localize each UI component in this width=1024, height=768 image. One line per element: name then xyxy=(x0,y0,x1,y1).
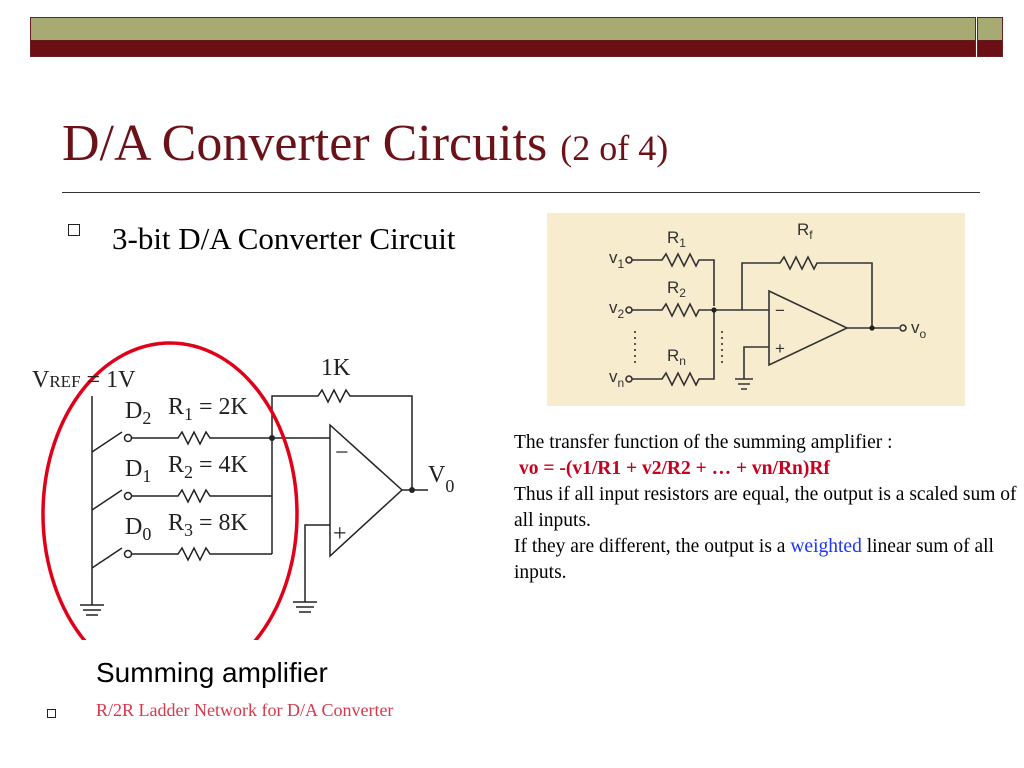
v0-label: V0 xyxy=(428,462,454,496)
r3-value-label: R3 = 8K xyxy=(168,510,249,540)
d2-terminal xyxy=(123,433,133,443)
desc-line-4-pre: If they are different, the output is a xyxy=(514,536,791,557)
r1-resistor-dac xyxy=(132,430,272,446)
rf-1k-label: 1K xyxy=(321,355,351,381)
next-topic-link[interactable]: R/2R Ladder Network for D/A Converter xyxy=(96,700,394,720)
noninverting-input-label: + xyxy=(775,339,785,358)
r1-label: R1 xyxy=(667,228,686,250)
switch-d1 xyxy=(91,489,123,511)
d1-label: D1 xyxy=(125,456,151,486)
d0-label: D0 xyxy=(125,514,151,544)
title-main: D/A Converter Circuits xyxy=(62,115,548,172)
desc-weighted: weighted xyxy=(790,536,862,557)
v2-label: v2 xyxy=(609,298,625,321)
rn-resistor xyxy=(632,310,715,387)
dac-inverting-label: − xyxy=(335,440,349,466)
title-sub: (2 of 4) xyxy=(560,128,669,168)
header-band-olive xyxy=(31,18,975,41)
output-junction-dot xyxy=(869,325,875,331)
d1-terminal xyxy=(123,491,133,501)
summing-amplifier-circuit: R1 R2 Rn Rf v1 v2 vn vo − + xyxy=(547,213,965,406)
circuit-caption: Summing amplifier xyxy=(96,657,328,688)
desc-line-4-post: linear sum of all inputs. xyxy=(514,536,994,583)
highlight-circle xyxy=(41,341,299,640)
title-rule xyxy=(62,192,980,193)
vo-label: vo xyxy=(911,318,927,341)
r3-resistor-dac xyxy=(132,546,272,562)
vn-label: vn xyxy=(609,367,624,390)
dac-ground-right-icon xyxy=(293,601,317,613)
d2-label: D2 xyxy=(125,398,151,428)
transfer-function-description: The transfer function of the summing amp… xyxy=(514,430,1020,586)
rf-label: Rf xyxy=(797,220,813,242)
header-band xyxy=(30,17,976,57)
r2-resistor-dac xyxy=(132,488,272,504)
header-band-corner-olive xyxy=(978,18,1002,41)
vo-terminal xyxy=(899,324,907,332)
dac-ground-left-icon xyxy=(80,604,104,616)
slide-title: D/A Converter Circuits (2 of 4) xyxy=(62,118,668,170)
r2-label: R2 xyxy=(667,278,686,300)
inverting-input-label: − xyxy=(775,301,785,320)
dac-ground-wire xyxy=(304,524,330,602)
ground-icon xyxy=(735,378,753,390)
dac-op-amp-triangle xyxy=(329,423,404,558)
dac-circuit: VREF = 1V 1K D2 D1 D0 R1 = 2K R2 = 4K R3… xyxy=(32,341,454,640)
desc-line-3: Thus if all input resistors are equal, t… xyxy=(514,484,1017,531)
r2-value-label: R2 = 4K xyxy=(168,452,249,482)
ground-wire xyxy=(743,346,769,379)
link-bullet-square-icon xyxy=(47,709,56,718)
d0-terminal xyxy=(123,549,133,559)
rf-resistor xyxy=(741,255,873,328)
r1-value-label: R1 = 2K xyxy=(168,394,249,424)
vref-label: VREF = 1V xyxy=(32,367,136,393)
rn-label: Rn xyxy=(667,346,686,368)
v1-label: v1 xyxy=(609,248,625,271)
dac-noninverting-label: + xyxy=(333,521,347,547)
r1-resistor xyxy=(632,252,715,306)
bullet-square-icon xyxy=(68,224,80,236)
dac-output-junction-dot xyxy=(409,487,415,493)
feedback-resistor-1k xyxy=(271,388,413,490)
switch-d2 xyxy=(91,431,123,453)
bullet-text: 3-bit D/A Converter Circuit xyxy=(112,221,456,256)
dac-junction-dot xyxy=(269,435,275,441)
desc-line-1: The transfer function of the summing amp… xyxy=(514,432,893,453)
r2-resistor xyxy=(632,302,714,318)
switch-d0 xyxy=(91,547,123,569)
transfer-equation: vo = -(v1/R1 + v2/R2 + … + vn/Rn)Rf xyxy=(519,458,830,479)
header-band-corner xyxy=(977,17,1003,57)
junction-dot xyxy=(711,307,717,313)
op-amp-triangle xyxy=(768,289,849,367)
